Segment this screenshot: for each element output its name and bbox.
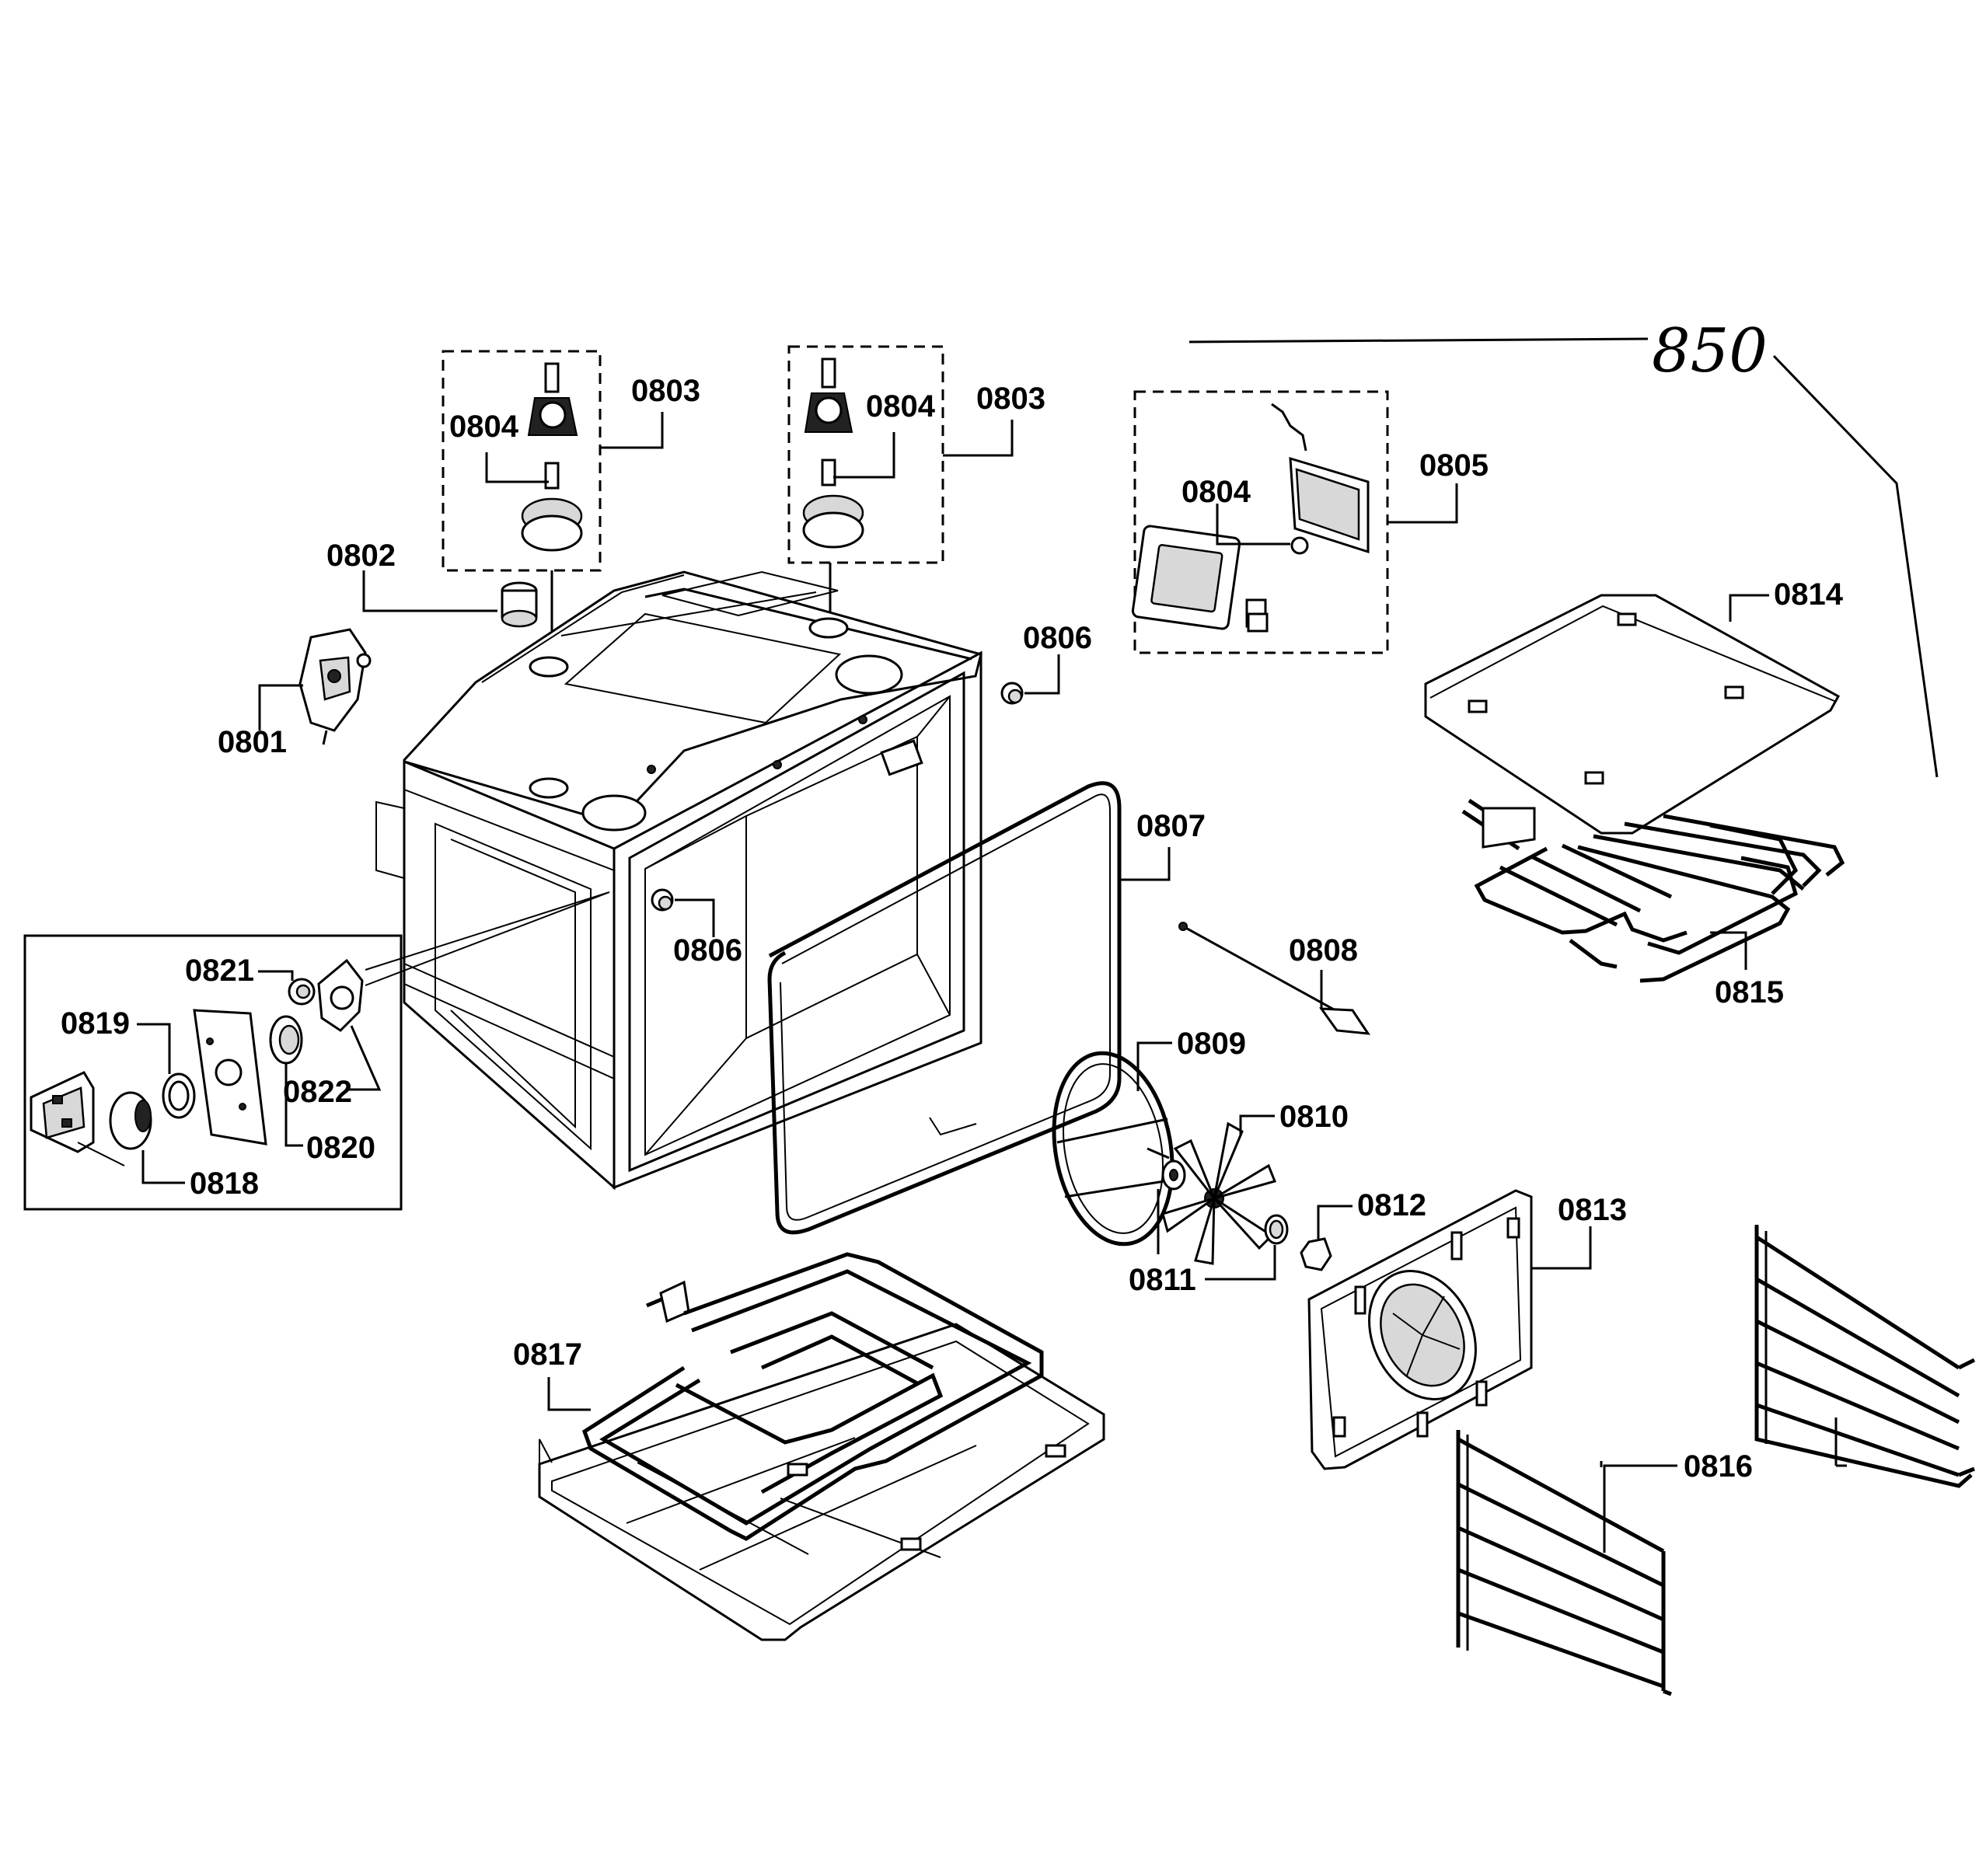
label-0806-front: 0806 xyxy=(673,933,742,968)
label-0816: 0816 xyxy=(1684,1449,1753,1484)
assembly-marker: 850 xyxy=(1188,316,1939,778)
inset-detail-box: 0818 0819 0820 0821 xyxy=(23,891,610,1211)
label-0804-left: 0804 xyxy=(449,410,519,444)
part-0815-broil-element xyxy=(1461,798,1845,983)
part-0811-washer xyxy=(1161,1159,1186,1191)
label-0804-side: 0804 xyxy=(1181,475,1251,509)
label-0820: 0820 xyxy=(306,1131,375,1165)
label-0812: 0812 xyxy=(1357,1188,1426,1222)
part-0820-plate xyxy=(193,1009,267,1145)
label-0803-left: 0803 xyxy=(631,374,700,408)
assembly-number: 850 xyxy=(1652,316,1768,386)
oven-cavity xyxy=(375,570,983,1191)
label-0808: 0808 xyxy=(1289,933,1358,968)
label-0810: 0810 xyxy=(1279,1100,1349,1134)
label-0804-center: 0804 xyxy=(866,389,936,424)
part-0806-plug-front xyxy=(651,888,674,912)
label-0805: 0805 xyxy=(1419,448,1489,483)
part-0819-ring xyxy=(162,1072,196,1119)
part-0817-bake-element xyxy=(581,1252,1044,1541)
part-0807-door-gasket xyxy=(767,781,1122,1235)
part-0818-switch xyxy=(30,1071,152,1166)
part-0801-latch xyxy=(298,628,372,745)
lamp-assembly-left xyxy=(442,350,602,777)
label-0809: 0809 xyxy=(1177,1027,1246,1061)
label-0813: 0813 xyxy=(1558,1193,1627,1227)
part-0816-rack-left xyxy=(1456,1430,1672,1696)
label-0819: 0819 xyxy=(61,1006,130,1041)
part-0810-fan-blade xyxy=(1161,1121,1277,1265)
label-0807: 0807 xyxy=(1136,809,1206,843)
label-0806-top: 0806 xyxy=(1023,621,1092,655)
part-0812-nut xyxy=(1300,1237,1332,1271)
part-0811-nut xyxy=(1264,1214,1289,1245)
label-0815: 0815 xyxy=(1715,975,1784,1009)
part-0817-bottom-tray xyxy=(538,1323,1105,1641)
label-0803-right: 0803 xyxy=(976,382,1045,416)
label-0802: 0802 xyxy=(326,539,396,573)
label-0818: 0818 xyxy=(190,1166,259,1201)
label-0821: 0821 xyxy=(185,954,254,988)
label-0817: 0817 xyxy=(513,1337,582,1372)
part-0816-rack-right xyxy=(1754,1225,1976,1488)
part-0809-ring-element xyxy=(1052,1051,1174,1247)
label-0811: 0811 xyxy=(1129,1263,1196,1297)
part-0814-top-plate xyxy=(1424,594,1841,835)
label-0822: 0822 xyxy=(283,1075,352,1109)
part-0813-back-panel xyxy=(1307,1189,1533,1470)
part-0820-grommet xyxy=(269,1015,303,1065)
part-0821-bushing xyxy=(288,978,316,1006)
label-0814: 0814 xyxy=(1774,577,1844,612)
side-light-assembly xyxy=(1131,390,1389,654)
label-0801: 0801 xyxy=(218,725,287,759)
lamp-assembly-right xyxy=(787,345,944,614)
part-0802-fitting xyxy=(501,581,538,628)
part-0822-cover xyxy=(317,958,364,1032)
part-0806-plug-top xyxy=(1000,682,1024,705)
